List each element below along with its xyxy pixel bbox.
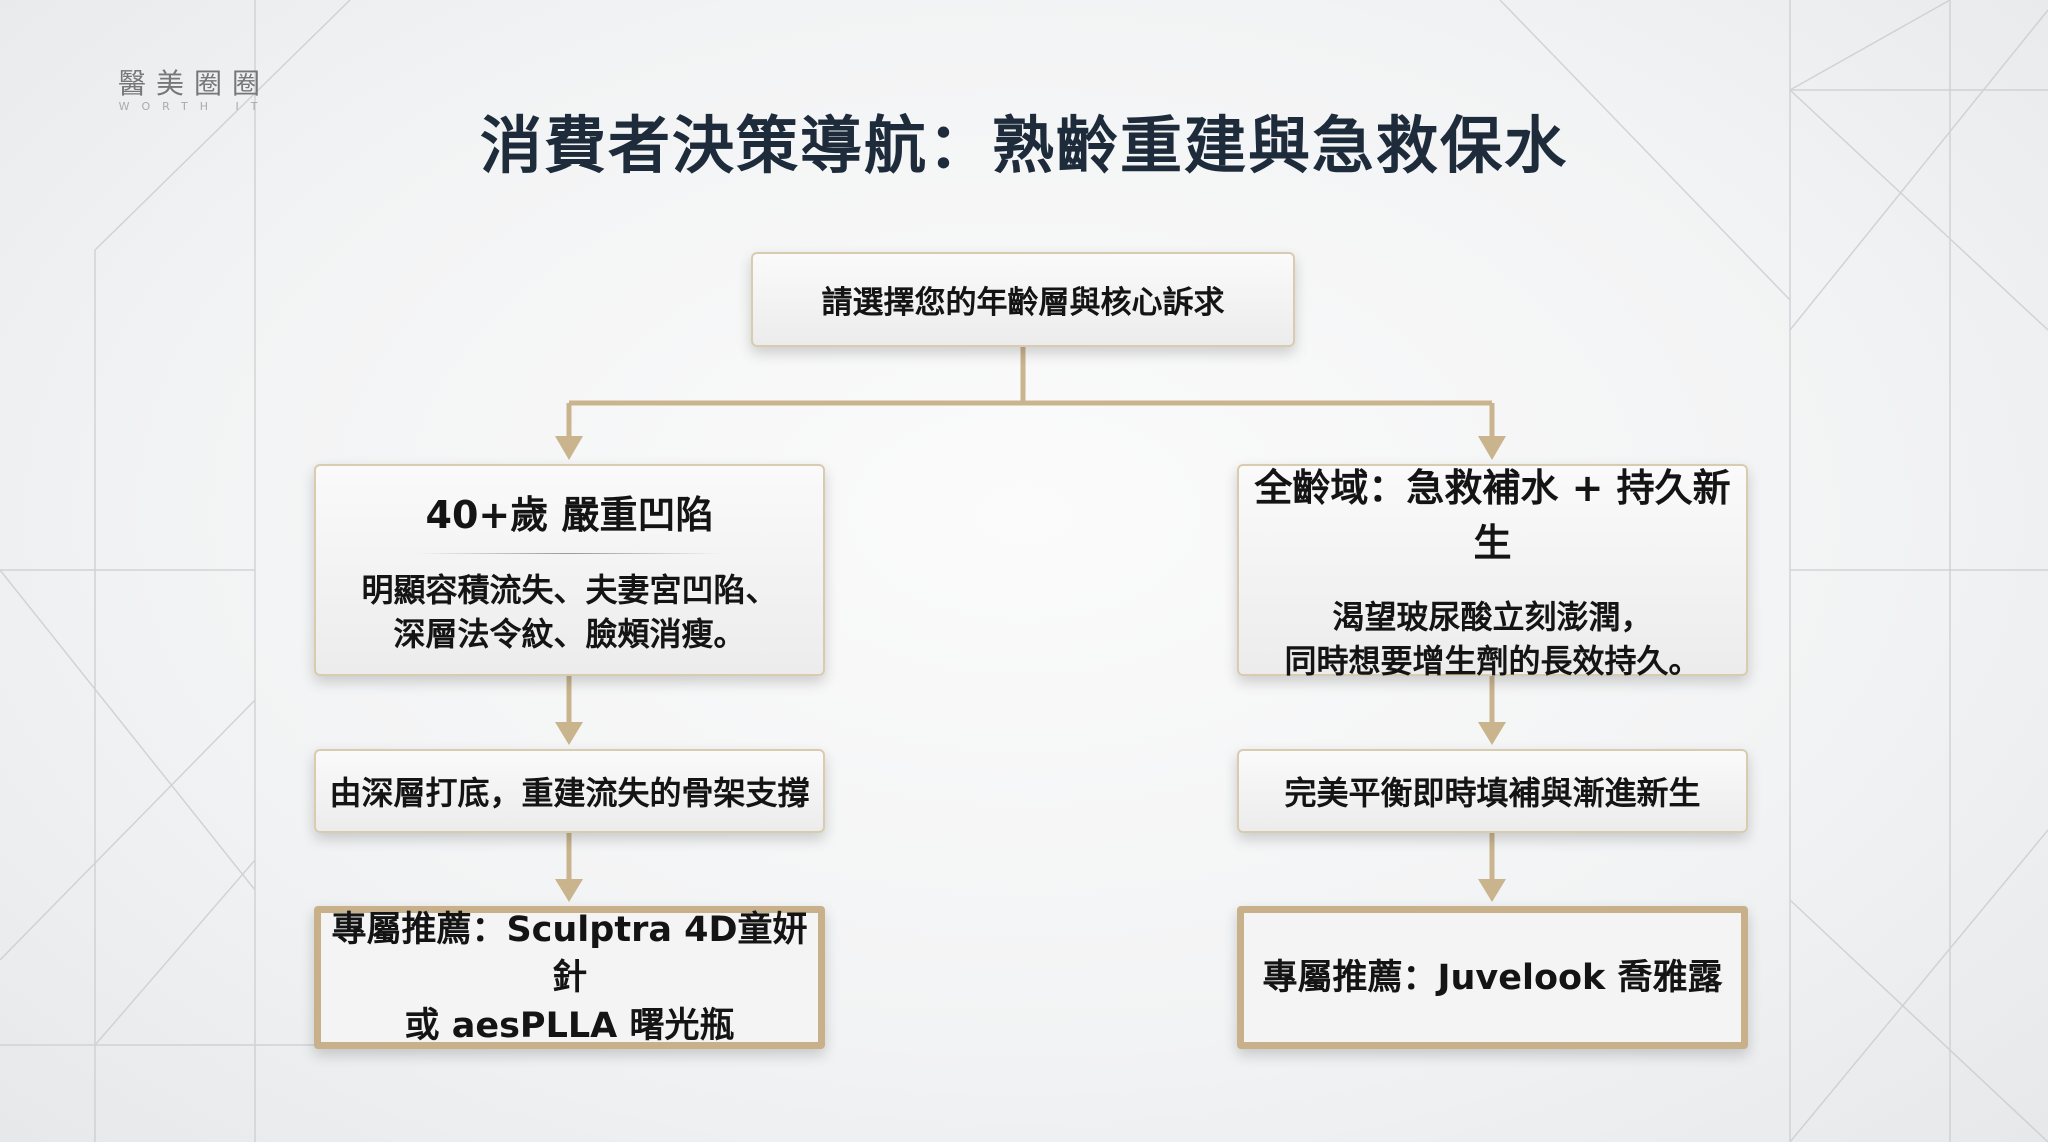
condition-desc-line2: 深層法令紋、臉頰消瘦。 [393,615,746,653]
condition-desc-line1: 明顯容積流失、夫妻宮凹陷、 [361,571,778,609]
logo-name: 醫美圈圈 [118,67,271,100]
connector-lines [566,347,1495,882]
recommendation-line1: 專屬推薦：Juvelook 喬雅露 [1262,957,1723,998]
branch-right-condition-box: 全齡域：急救補水 + 持久新生 渴望玻尿酸立刻澎潤， 同時想要增生劑的長效持久。 [1237,464,1748,680]
condition-heading: 40+歲 嚴重凹陷 [425,493,714,537]
condition-desc-line2: 同時想要增生劑的長效持久。 [1284,642,1701,680]
page-title: 消費者決策導航：熟齡重建與急救保水 [479,109,1568,182]
brand-logo: 醫美圈圈 WORTH IT [118,62,270,113]
recommendation-line1: 專屬推薦：Sculptra 4D童妍針 [331,909,808,998]
arrowheads [555,436,1506,902]
condition-heading: 全齡域：急救補水 + 持久新生 [1254,466,1731,565]
logo-tagline: WORTH IT [118,100,270,113]
condition-desc-line1: 渴望玻尿酸立刻澎潤， [1332,598,1653,636]
root-question-box: 請選擇您的年齡層與核心訴求 [751,252,1295,347]
branch-left-recommendation-box: 專屬推薦：Sculptra 4D童妍針 或 aesPLLA 曙光瓶 [314,906,825,1049]
branch-right-recommendation-box: 專屬推薦：Juvelook 喬雅露 [1237,906,1748,1049]
branch-right-strategy-box: 完美平衡即時填補與漸進新生 [1237,749,1748,833]
branch-left-strategy-box: 由深層打底，重建流失的骨架支撐 [314,749,825,833]
divider [417,553,722,554]
recommendation-line2: 或 aesPLLA 曙光瓶 [404,1005,735,1046]
branch-left-condition-box: 40+歲 嚴重凹陷 明顯容積流失、夫妻宮凹陷、 深層法令紋、臉頰消瘦。 [314,464,825,676]
